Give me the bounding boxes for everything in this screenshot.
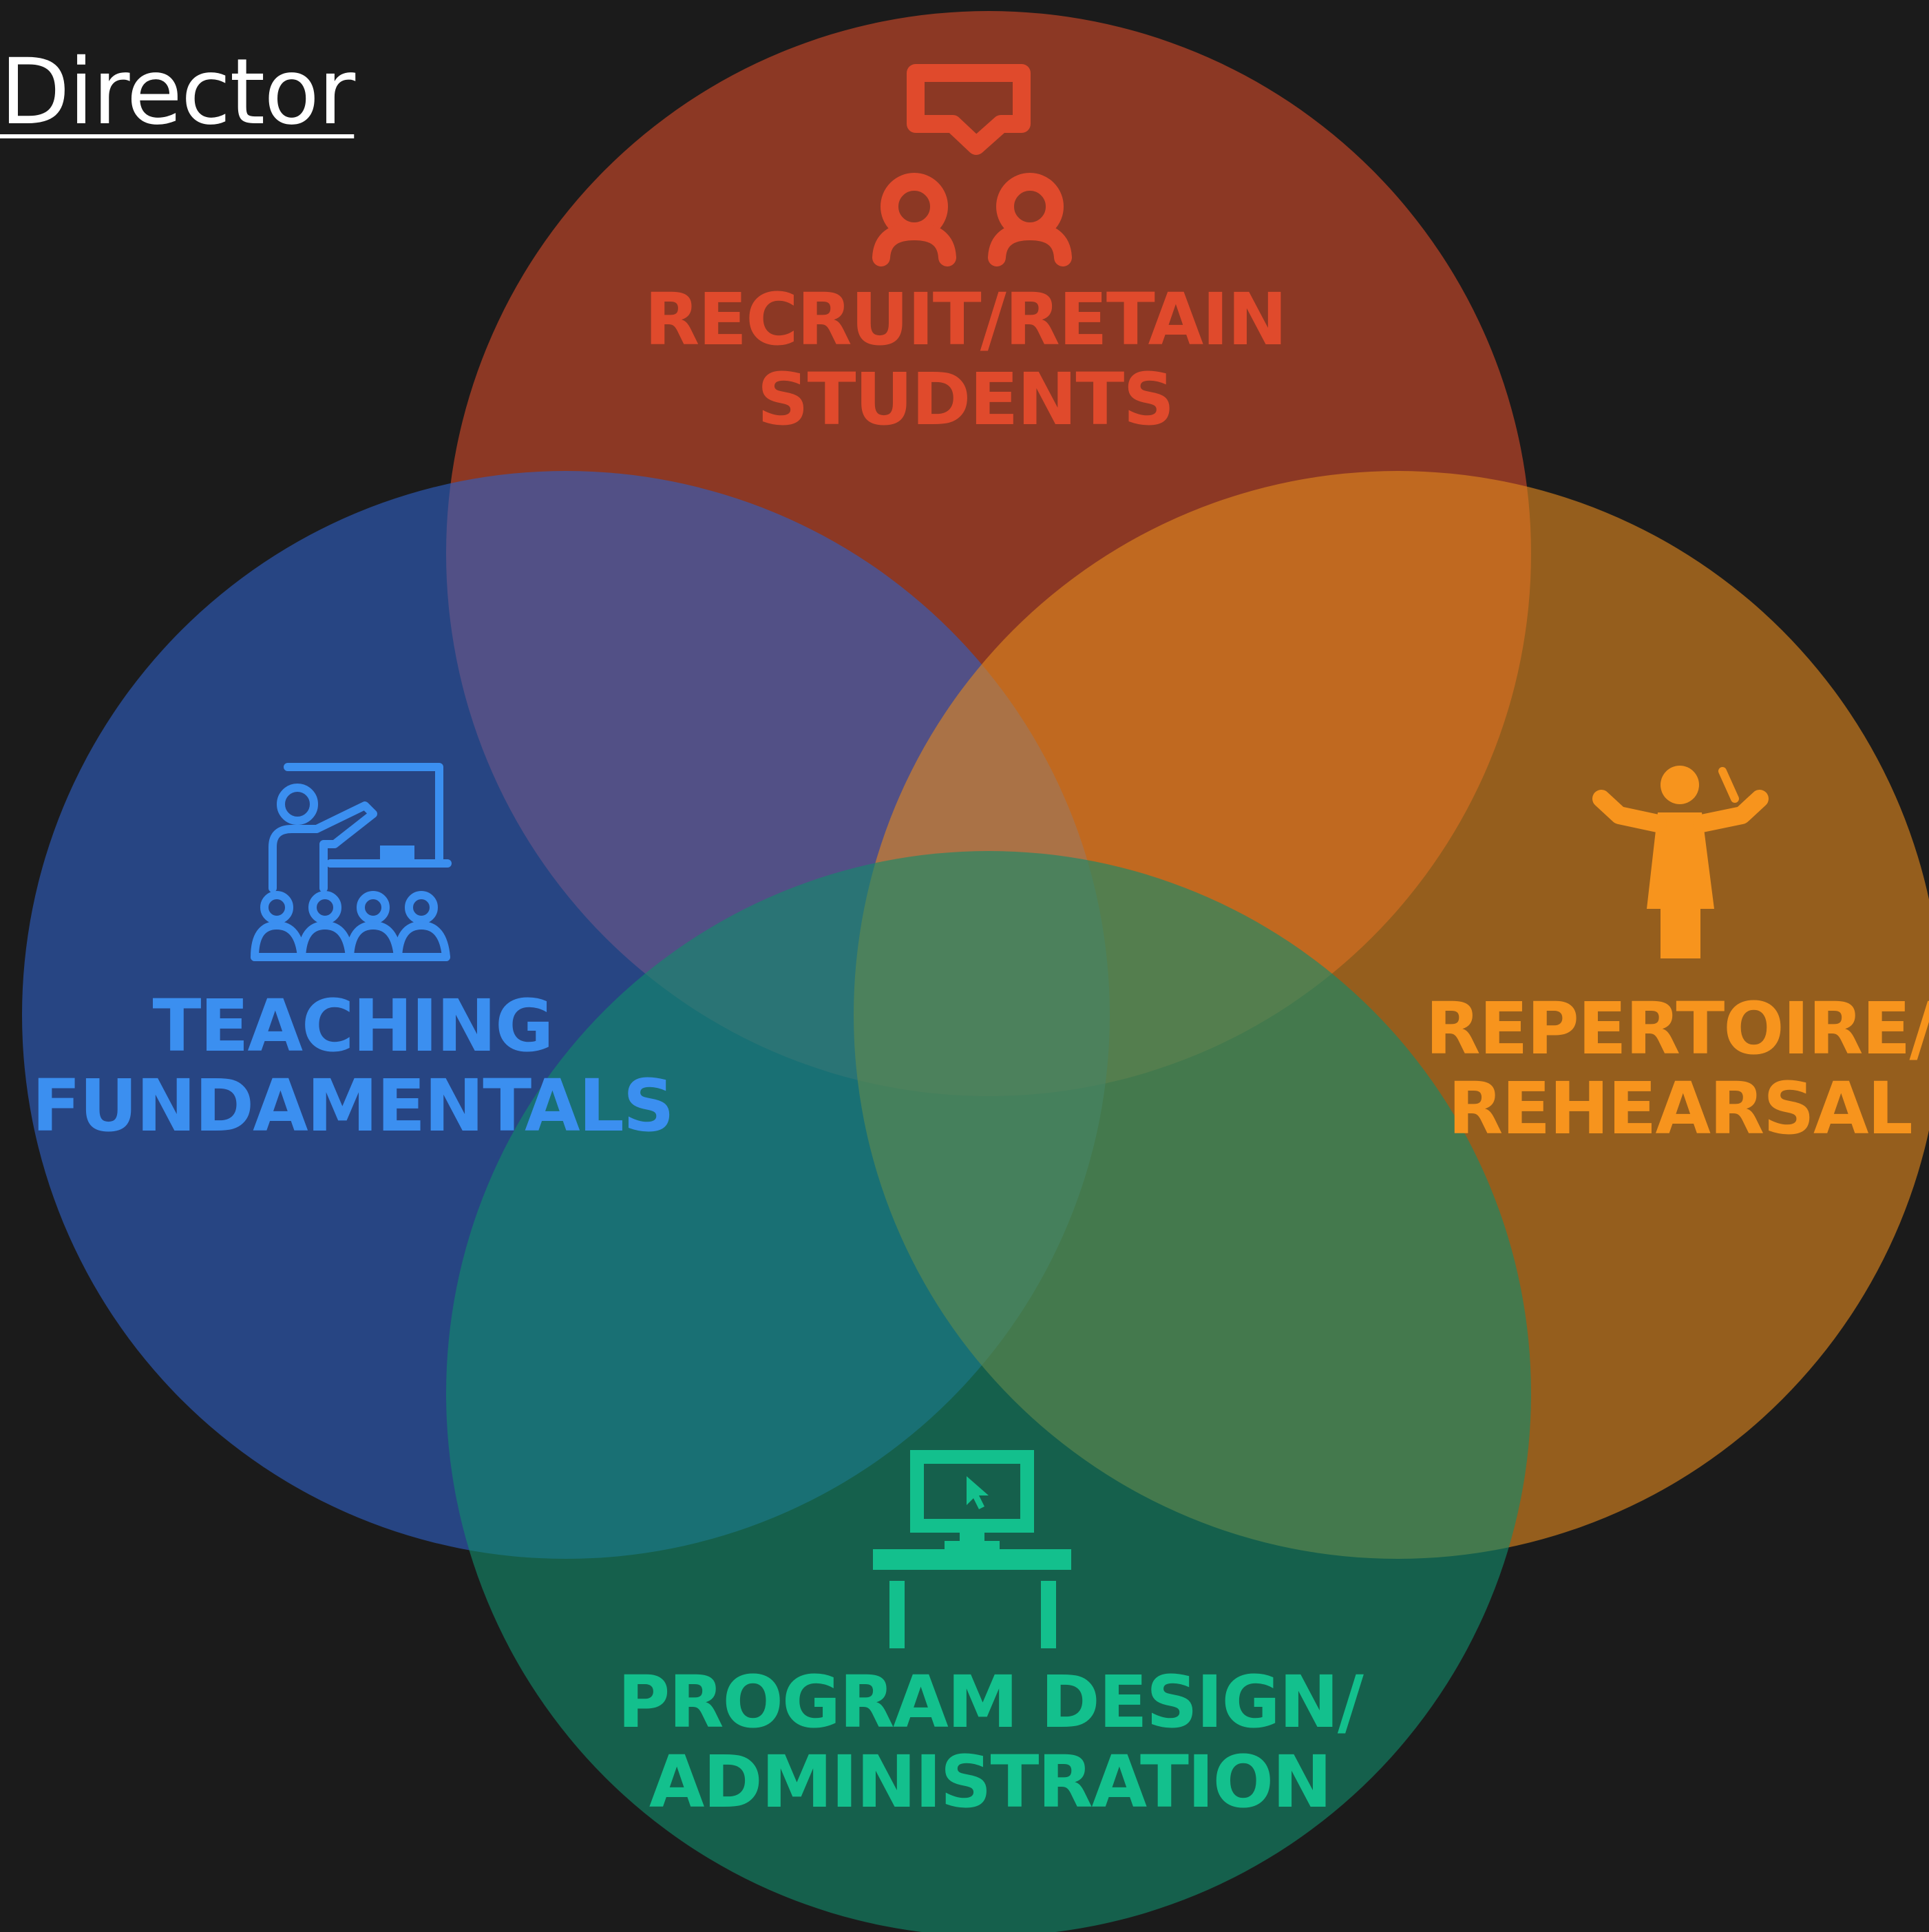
- teacher-at-whiteboard-icon: [251, 763, 452, 961]
- label-line: PROGRAM DESIGN/: [618, 1660, 1364, 1744]
- label-teaching-fundamentals: TEACHING FUNDAMENTALS: [32, 984, 674, 1148]
- label-line: TEACHING: [152, 984, 554, 1068]
- label-line: RECRUIT/RETAIN: [644, 277, 1287, 361]
- label-repertoire-rehearsal: REPERTOIRE/ REHEARSAL: [1426, 989, 1929, 1148]
- conductor-icon: [1592, 766, 1769, 958]
- venn-circles: [22, 11, 1929, 1932]
- label-line: FUNDAMENTALS: [32, 1064, 674, 1148]
- page-title: Director: [0, 39, 355, 145]
- label-recruit-retain-students: RECRUIT/RETAIN STUDENTS: [644, 277, 1287, 441]
- label-line: ADMINISTRATION: [649, 1740, 1332, 1824]
- label-line: REHEARSAL: [1448, 1067, 1912, 1151]
- circle-program: [446, 851, 1531, 1932]
- label-line: REPERTOIRE/: [1425, 987, 1929, 1071]
- students-with-speech-bubble-icon: [872, 64, 1072, 266]
- label-program-design-administration: PROGRAM DESIGN/ ADMINISTRATION: [618, 1660, 1364, 1824]
- computer-desk-icon: [873, 1450, 1071, 1648]
- label-line: STUDENTS: [757, 357, 1175, 441]
